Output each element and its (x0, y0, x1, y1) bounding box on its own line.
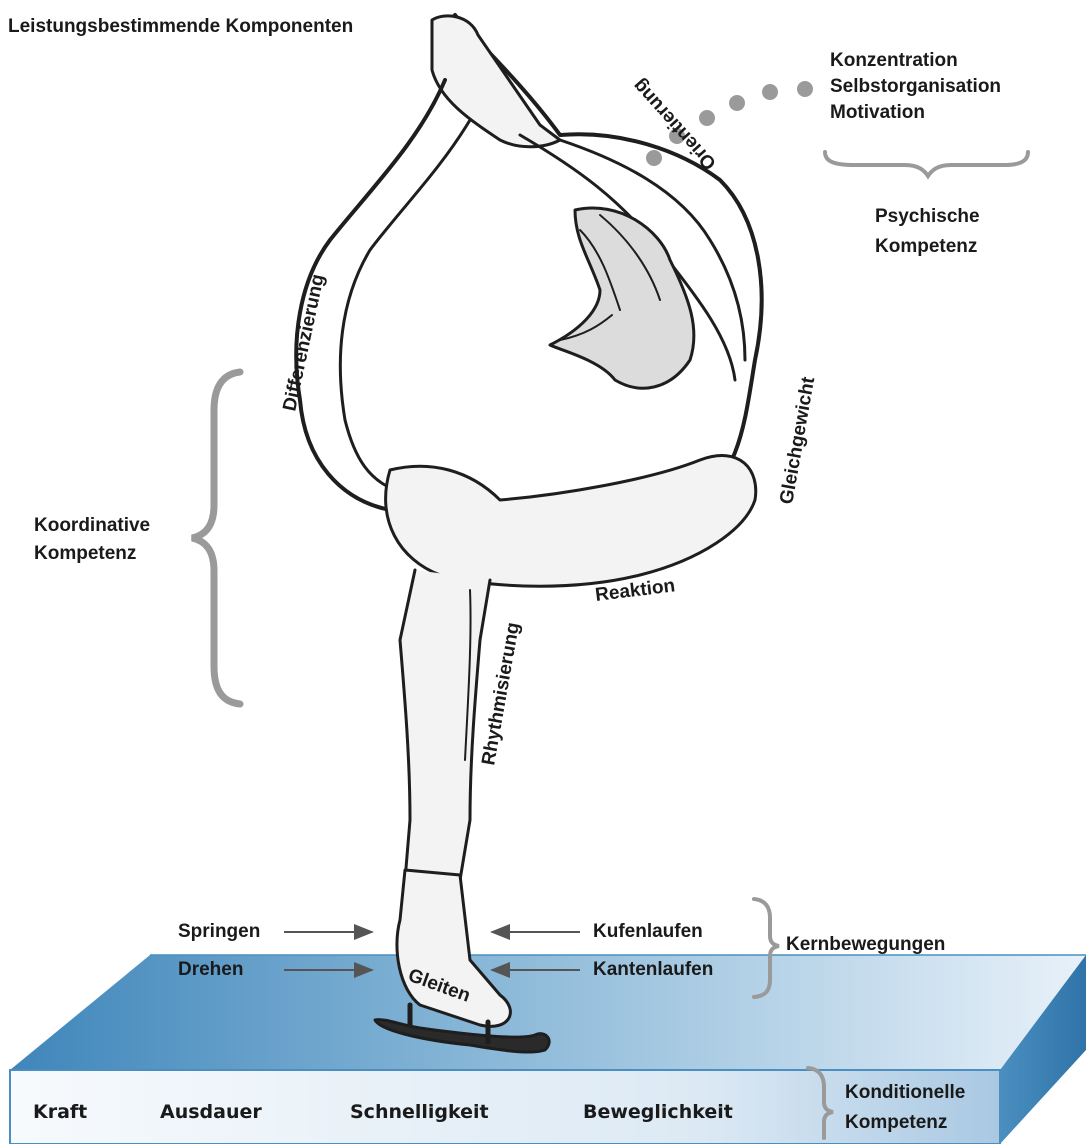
label-gleichgewicht: Gleichgewicht (776, 375, 819, 506)
psychic-group-label: Psychische Kompetenz (875, 202, 980, 262)
psychic-item: Konzentration (830, 48, 1001, 74)
core-right-kantenlaufen: Kantenlaufen (593, 957, 713, 983)
core-movements-label: Kernbewegungen (786, 932, 945, 958)
label-differenzierung: Differenzierung (279, 272, 329, 413)
conditional-item-ausdauer: Ausdauer (160, 1101, 262, 1123)
core-right-kufenlaufen: Kufenlaufen (593, 919, 703, 945)
conditional-group-label: Konditionelle Kompetenz (845, 1078, 965, 1138)
core-left-springen: Springen (178, 919, 260, 945)
conditional-item-kraft: Kraft (33, 1101, 87, 1123)
conditional-label-line2: Kompetenz (845, 1108, 965, 1138)
coordinative-label-line1: Koordinative (34, 512, 150, 540)
coordinative-label-line2: Kompetenz (34, 540, 150, 568)
conditional-item-schnelligkeit: Schnelligkeit (350, 1101, 489, 1123)
conditional-label-line1: Konditionelle (845, 1078, 965, 1108)
psychic-item: Motivation (830, 100, 1001, 126)
diagram-title: Leistungsbestimmende Komponenten (8, 14, 353, 40)
psychic-label-line1: Psychische (875, 202, 980, 232)
conditional-item-beweglichkeit: Beweglichkeit (583, 1101, 733, 1123)
psychic-list: Konzentration Selbstorganisation Motivat… (830, 48, 1001, 126)
skater-figure (296, 15, 761, 1052)
psychic-brace (825, 152, 1028, 176)
psychic-item: Selbstorganisation (830, 74, 1001, 100)
core-left-drehen: Drehen (178, 957, 243, 983)
coordinative-group-label: Koordinative Kompetenz (34, 512, 150, 568)
label-rhythmisierung: Rhythmisierung (478, 621, 524, 767)
psychic-label-line2: Kompetenz (875, 232, 980, 262)
coordinative-brace (192, 372, 240, 704)
